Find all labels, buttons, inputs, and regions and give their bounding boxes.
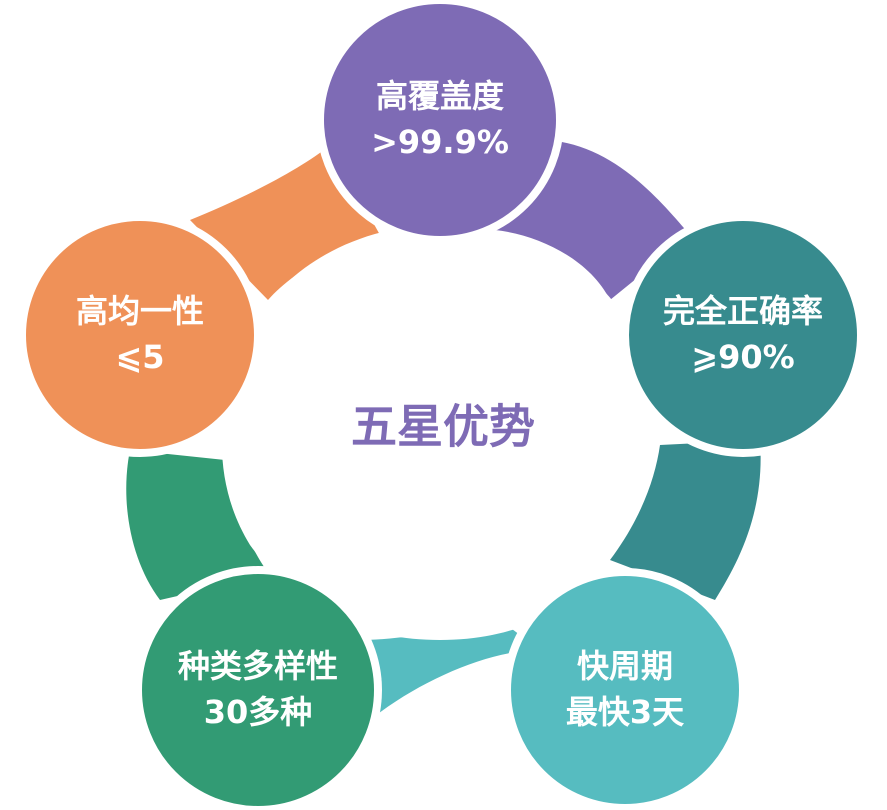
node-uniformity: 高均一性 ⩽5 bbox=[18, 213, 262, 457]
accuracy-label: 完全正确率 bbox=[663, 292, 823, 330]
uniformity-circle bbox=[18, 213, 262, 457]
connector-cycle-to-variety bbox=[360, 620, 540, 720]
center-blob bbox=[221, 225, 649, 640]
coverage-label: 高覆盖度 bbox=[376, 77, 504, 115]
node-coverage: 高覆盖度 >99.9% bbox=[316, 0, 564, 244]
variety-circle bbox=[134, 566, 382, 810]
coverage-circle bbox=[316, 0, 564, 244]
uniformity-value: ⩽5 bbox=[115, 338, 164, 376]
connector-variety-to-uniformity bbox=[126, 450, 270, 600]
variety-label: 种类多样性 bbox=[178, 647, 338, 685]
node-variety: 种类多样性 30多种 bbox=[134, 566, 382, 810]
center-title: 五星优势 bbox=[351, 400, 535, 454]
cycle-circle bbox=[503, 568, 747, 810]
connector-accuracy-to-cycle bbox=[610, 440, 761, 600]
uniformity-label: 高均一性 bbox=[76, 292, 204, 330]
coverage-value: >99.9% bbox=[371, 123, 509, 161]
connector-uniformity-to-coverage bbox=[190, 145, 380, 300]
accuracy-circle bbox=[621, 213, 865, 457]
node-accuracy: 完全正确率 ⩾90% bbox=[621, 213, 865, 457]
accuracy-value: ⩾90% bbox=[691, 338, 794, 376]
cycle-label: 快周期 bbox=[577, 647, 673, 685]
variety-value: 30多种 bbox=[204, 693, 313, 731]
cycle-value: 最快3天 bbox=[566, 693, 684, 731]
